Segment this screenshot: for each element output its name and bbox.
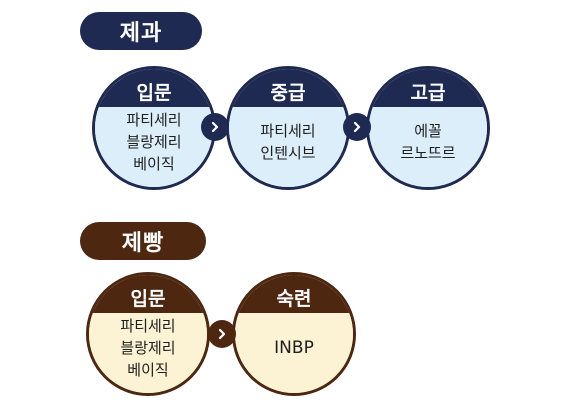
- step-text: INBP: [235, 313, 353, 393]
- step-label: 중급: [229, 69, 347, 107]
- bakery-step-skilled: 숙련 INBP: [232, 272, 356, 396]
- pastry-section-title: 제과: [80, 12, 202, 50]
- pastry-step-intermediate: 중급 파티세리 인텐시브: [226, 66, 350, 190]
- step-label: 숙련: [235, 275, 353, 313]
- chevron-right-icon: [201, 113, 229, 141]
- chevron-right-icon: [343, 113, 371, 141]
- step-label: 입문: [89, 275, 207, 313]
- pastry-step-beginner: 입문 파티세리 블랑제리 베이직: [92, 66, 216, 190]
- chevron-right-icon: [208, 320, 236, 348]
- step-text: 파티세리 인텐시브: [229, 107, 347, 187]
- step-text: 파티세리 블랑제리 베이직: [95, 107, 213, 187]
- pastry-step-advanced: 고급 에꼴 르노뜨르: [366, 66, 490, 190]
- step-label: 고급: [369, 69, 487, 107]
- step-label: 입문: [95, 69, 213, 107]
- step-text: 에꼴 르노뜨르: [369, 107, 487, 187]
- bakery-step-beginner: 입문 파티세리 블랑제리 베이직: [86, 272, 210, 396]
- bakery-section-title: 제빵: [80, 222, 206, 260]
- step-text: 파티세리 블랑제리 베이직: [89, 313, 207, 393]
